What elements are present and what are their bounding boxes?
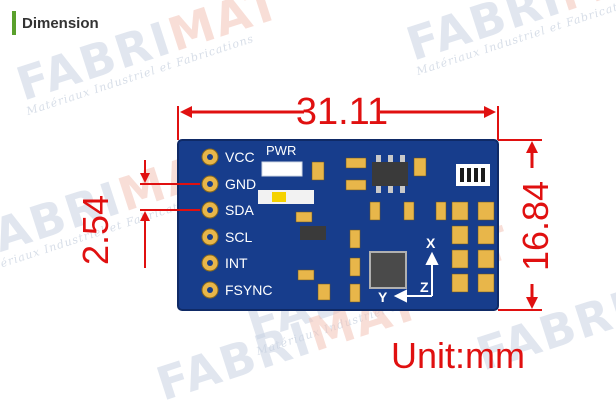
smd-component — [403, 201, 415, 221]
pin-label-vcc: VCC — [225, 149, 255, 165]
smd-component — [435, 201, 447, 221]
smd-component — [345, 157, 367, 169]
smd-component — [349, 283, 361, 303]
module-dimension-figure: VCC GND SDA SCL INT FSYNC PWR — [75, 91, 556, 376]
section-accent-bar — [12, 11, 16, 35]
pin-label-sda: SDA — [225, 202, 254, 218]
smd-component — [477, 201, 495, 221]
smd-component — [477, 273, 495, 293]
pin-label-scl: SCL — [225, 229, 252, 245]
axis-y-label: Y — [378, 289, 388, 305]
smd-component — [451, 273, 469, 293]
dimension-width: 31.11 — [296, 91, 388, 133]
smd-component — [369, 201, 381, 221]
smd-component — [451, 249, 469, 269]
smd-component — [451, 225, 469, 245]
section-title: Dimension — [22, 14, 99, 32]
smd-component — [297, 269, 315, 281]
smd-component — [311, 161, 325, 181]
pin-label-gnd: GND — [225, 176, 256, 192]
pin-label-fsync: FSYNC — [225, 282, 272, 298]
unit-label: Unit:mm — [391, 335, 525, 376]
smd-component — [349, 229, 361, 249]
smd-component — [349, 257, 361, 277]
section-header: Dimension — [12, 10, 99, 36]
transistor — [300, 226, 326, 240]
dimension-pitch: 2.54 — [75, 195, 116, 265]
axis-z-label: Z — [420, 279, 429, 295]
smd-component — [345, 179, 367, 191]
regulator-chip — [372, 162, 408, 186]
smd-component — [451, 201, 469, 221]
smd-component — [477, 249, 495, 269]
power-label: PWR — [266, 143, 296, 158]
smd-component — [317, 283, 331, 301]
imu-sensor-chip — [369, 251, 407, 289]
smd-component — [413, 157, 427, 177]
axis-x-label: X — [426, 235, 436, 251]
pin-label-int: INT — [225, 255, 248, 271]
smd-component — [477, 225, 495, 245]
pcb-board — [177, 139, 499, 311]
power-led — [261, 161, 303, 177]
smd-component — [295, 211, 313, 223]
dimension-height: 16.84 — [515, 181, 556, 271]
